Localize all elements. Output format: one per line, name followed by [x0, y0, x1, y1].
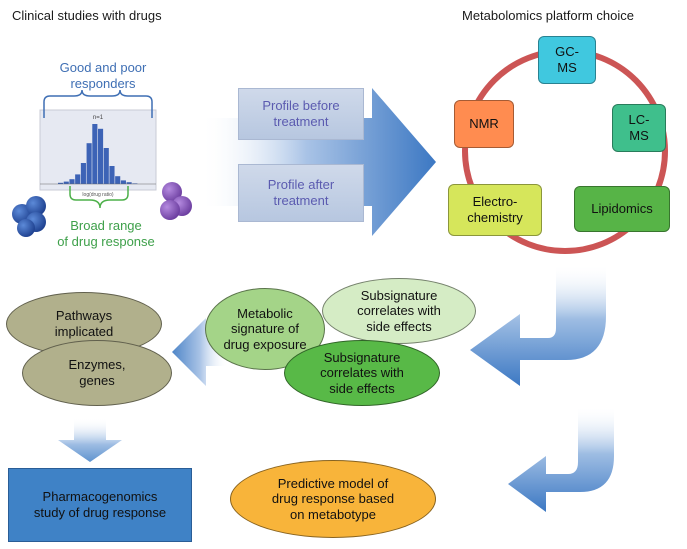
histogram-bar: [98, 128, 104, 184]
histogram-bar: [86, 143, 92, 184]
bracket-responders-left: [43, 89, 100, 118]
arrow-curved-lower: [508, 406, 614, 512]
molecule-cluster-purple-icon: [160, 182, 192, 220]
platform-lc-ms: LC- MS: [612, 104, 666, 152]
histogram-bar: [69, 179, 75, 184]
histogram-bar: [120, 180, 126, 184]
platform-nmr: NMR: [454, 100, 514, 148]
arrow-curved-upper: [470, 264, 606, 386]
platform-gc-ms: GC- MS: [538, 36, 596, 84]
enzymes-genes-ellipse: Enzymes, genes: [22, 340, 172, 406]
arrow-down: [58, 418, 122, 462]
pharmacogenomics-study-box: Pharmacogenomics study of drug response: [8, 468, 192, 542]
histogram-bar: [126, 182, 132, 184]
bracket-broad-range: [69, 186, 129, 209]
histogram-bar: [63, 181, 69, 184]
metabolic-signature-ellipse: Metabolic signature of drug exposure: [205, 288, 325, 370]
label-good-poor-responders: Good and poor responders: [59, 60, 147, 92]
platform-lipidomics: Lipidomics: [574, 186, 670, 232]
histogram-title: n=1: [93, 115, 104, 121]
profile-before-treatment: Profile before treatment: [238, 88, 364, 140]
histogram-bar: [80, 163, 86, 184]
profile-after-treatment: Profile after treatment: [238, 164, 364, 222]
histogram-bar: [92, 124, 98, 184]
bracket-responders-right: [100, 89, 153, 118]
histogram-bar: [58, 182, 64, 184]
arrow-left-medium: [172, 318, 228, 386]
label-broad-range: Broad range of drug response: [57, 218, 155, 250]
platform-electrochemistry: Electro- chemistry: [448, 184, 542, 236]
molecule-cluster-blue-icon: [12, 196, 46, 237]
histogram-axis-label: log(drug ratio): [82, 192, 113, 198]
subsignature-ellipse-upper: Subsignature correlates with side effect…: [322, 278, 476, 344]
histogram-bar: [75, 174, 81, 184]
histogram-bar: [115, 176, 121, 184]
histogram: n=1 log(drug ratio): [39, 109, 157, 198]
subsignature-ellipse-lower: Subsignature correlates with side effect…: [284, 340, 440, 406]
title-platform-choice: Metabolomics platform choice: [462, 8, 634, 23]
title-clinical-studies: Clinical studies with drugs: [12, 8, 162, 23]
predictive-model-ellipse: Predictive model of drug response based …: [230, 460, 436, 538]
histogram-bar: [103, 148, 109, 184]
histogram-bar: [109, 166, 115, 184]
